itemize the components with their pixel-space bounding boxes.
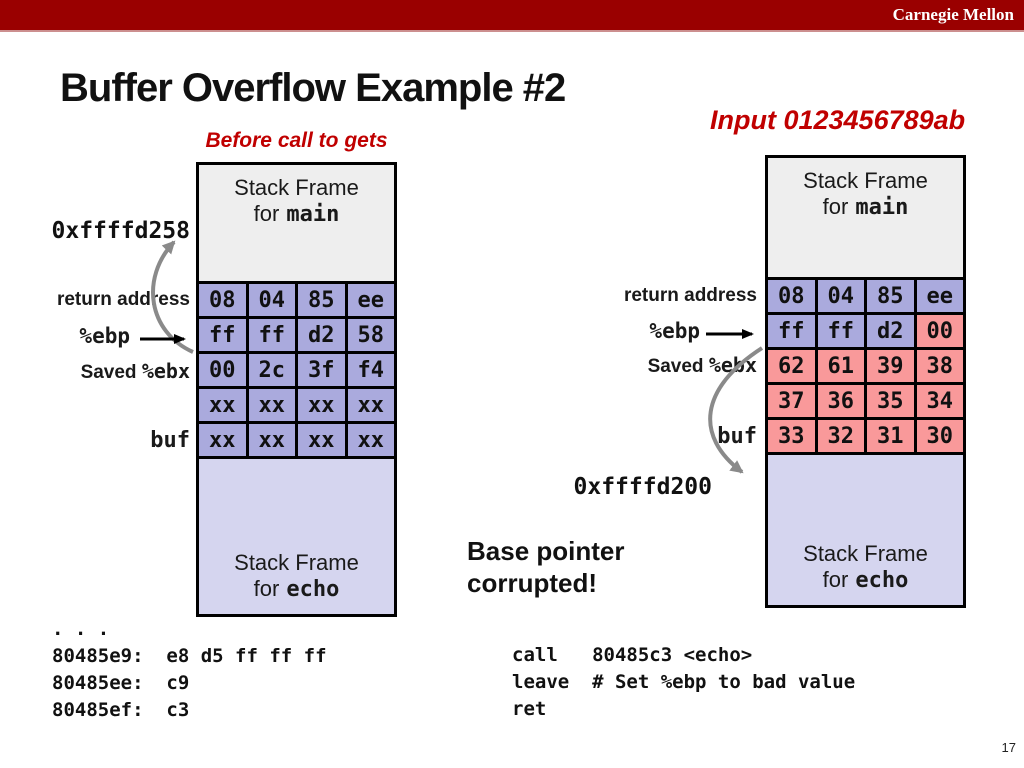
- byte-cell: ff: [248, 319, 295, 351]
- byte-cell: xx: [347, 424, 394, 456]
- byte-cell: 61: [817, 350, 864, 382]
- code-line: leave # Set %ebp to bad value: [512, 671, 856, 693]
- byte-cell: 00: [916, 315, 963, 347]
- byte-cell: xx: [199, 389, 246, 421]
- code-line: 80485ee: c9: [52, 672, 190, 694]
- frame-for: for: [822, 194, 849, 219]
- header-bar: Carnegie Mellon: [0, 0, 1024, 30]
- code-line: call 80485c3 <echo>: [512, 644, 753, 666]
- saved-reg: %ebx: [141, 359, 190, 383]
- byte-cell: ee: [347, 284, 394, 316]
- frame-label: Stack Frame: [803, 541, 928, 566]
- disassembly-left: . . . 80485e9: e8 d5 ff ff ff 80485ee: c9 8…: [52, 616, 327, 724]
- byte-cell: 08: [199, 284, 246, 316]
- byte-cell: xx: [347, 389, 394, 421]
- buf-label-right: buf: [717, 424, 757, 449]
- saved-ebx-label-right: Saved %ebx: [0, 353, 757, 378]
- byte-cell: ff: [817, 315, 864, 347]
- code-line: . . .: [52, 618, 110, 640]
- byte-cell: 85: [298, 284, 345, 316]
- byte-cell: ee: [916, 280, 963, 312]
- byte-cell: f4: [347, 354, 394, 386]
- frame-func: main: [286, 202, 340, 227]
- byte-cell: 85: [867, 280, 914, 312]
- ebp-label-right: %ebp: [649, 319, 700, 343]
- byte-cell: 37: [768, 385, 815, 417]
- byte-cell: 04: [248, 284, 295, 316]
- frame-label: Stack Frame: [234, 550, 359, 575]
- byte-cell: xx: [248, 424, 295, 456]
- frame-label: Stack Frame: [803, 168, 928, 193]
- byte-cell: xx: [199, 424, 246, 456]
- byte-cell: 2c: [248, 354, 295, 386]
- byte-cell: xx: [298, 389, 345, 421]
- saved-prefix: Saved: [647, 356, 704, 377]
- frame-func: echo: [286, 577, 340, 602]
- byte-cell: 3f: [298, 354, 345, 386]
- code-line: 80485ef: c3: [52, 699, 190, 721]
- input-label: Input 0123456789ab: [710, 105, 966, 135]
- byte-cell: 30: [916, 420, 963, 452]
- page-title: Buffer Overflow Example #2: [60, 66, 566, 110]
- byte-cell: xx: [298, 424, 345, 456]
- byte-cell: 62: [768, 350, 815, 382]
- corrupted-callout: Base pointer corrupted!: [467, 536, 625, 598]
- frame-for: for: [253, 576, 280, 601]
- saved-ebx-label-left: Saved %ebx: [0, 359, 190, 384]
- byte-cell: 34: [916, 385, 963, 417]
- byte-cell: 58: [347, 319, 394, 351]
- code-line: 80485e9: e8 d5 ff ff ff: [52, 645, 327, 667]
- return-address-label-right: return address: [623, 285, 757, 306]
- byte-cell: 31: [867, 420, 914, 452]
- byte-cell: 33: [768, 420, 815, 452]
- byte-cell: 00: [199, 354, 246, 386]
- byte-cell: 39: [867, 350, 914, 382]
- address-label-left: 0xffffd258: [51, 218, 190, 244]
- page-number: 17: [1001, 740, 1016, 755]
- byte-cell: 08: [768, 280, 815, 312]
- brand-text: Carnegie Mellon: [892, 5, 1014, 24]
- code-line: ret: [512, 698, 547, 720]
- byte-cell: xx: [248, 389, 295, 421]
- byte-cell: 32: [817, 420, 864, 452]
- byte-cell: 36: [817, 385, 864, 417]
- frame-for: for: [822, 567, 849, 592]
- header-underline: [0, 30, 1024, 32]
- byte-cell: ff: [768, 315, 815, 347]
- byte-cell: 04: [817, 280, 864, 312]
- buf-label-left: buf: [150, 428, 190, 453]
- byte-cell: ff: [199, 319, 246, 351]
- byte-cell: 38: [916, 350, 963, 382]
- frame-for: for: [253, 201, 280, 226]
- assembly-right: call 80485c3 <echo> leave # Set %ebp to b…: [512, 642, 855, 723]
- byte-cell: d2: [298, 319, 345, 351]
- saved-reg: %ebx: [708, 353, 757, 377]
- before-call-label: Before call to gets: [205, 129, 388, 152]
- frame-func: main: [855, 195, 909, 220]
- frame-func: echo: [855, 568, 909, 593]
- address-label-right: 0xffffd200: [573, 474, 712, 500]
- saved-prefix: Saved: [80, 362, 137, 383]
- frame-label: Stack Frame: [234, 175, 359, 200]
- byte-cell: d2: [867, 315, 914, 347]
- ebp-label-left: %ebp: [79, 324, 130, 348]
- byte-cell: 35: [867, 385, 914, 417]
